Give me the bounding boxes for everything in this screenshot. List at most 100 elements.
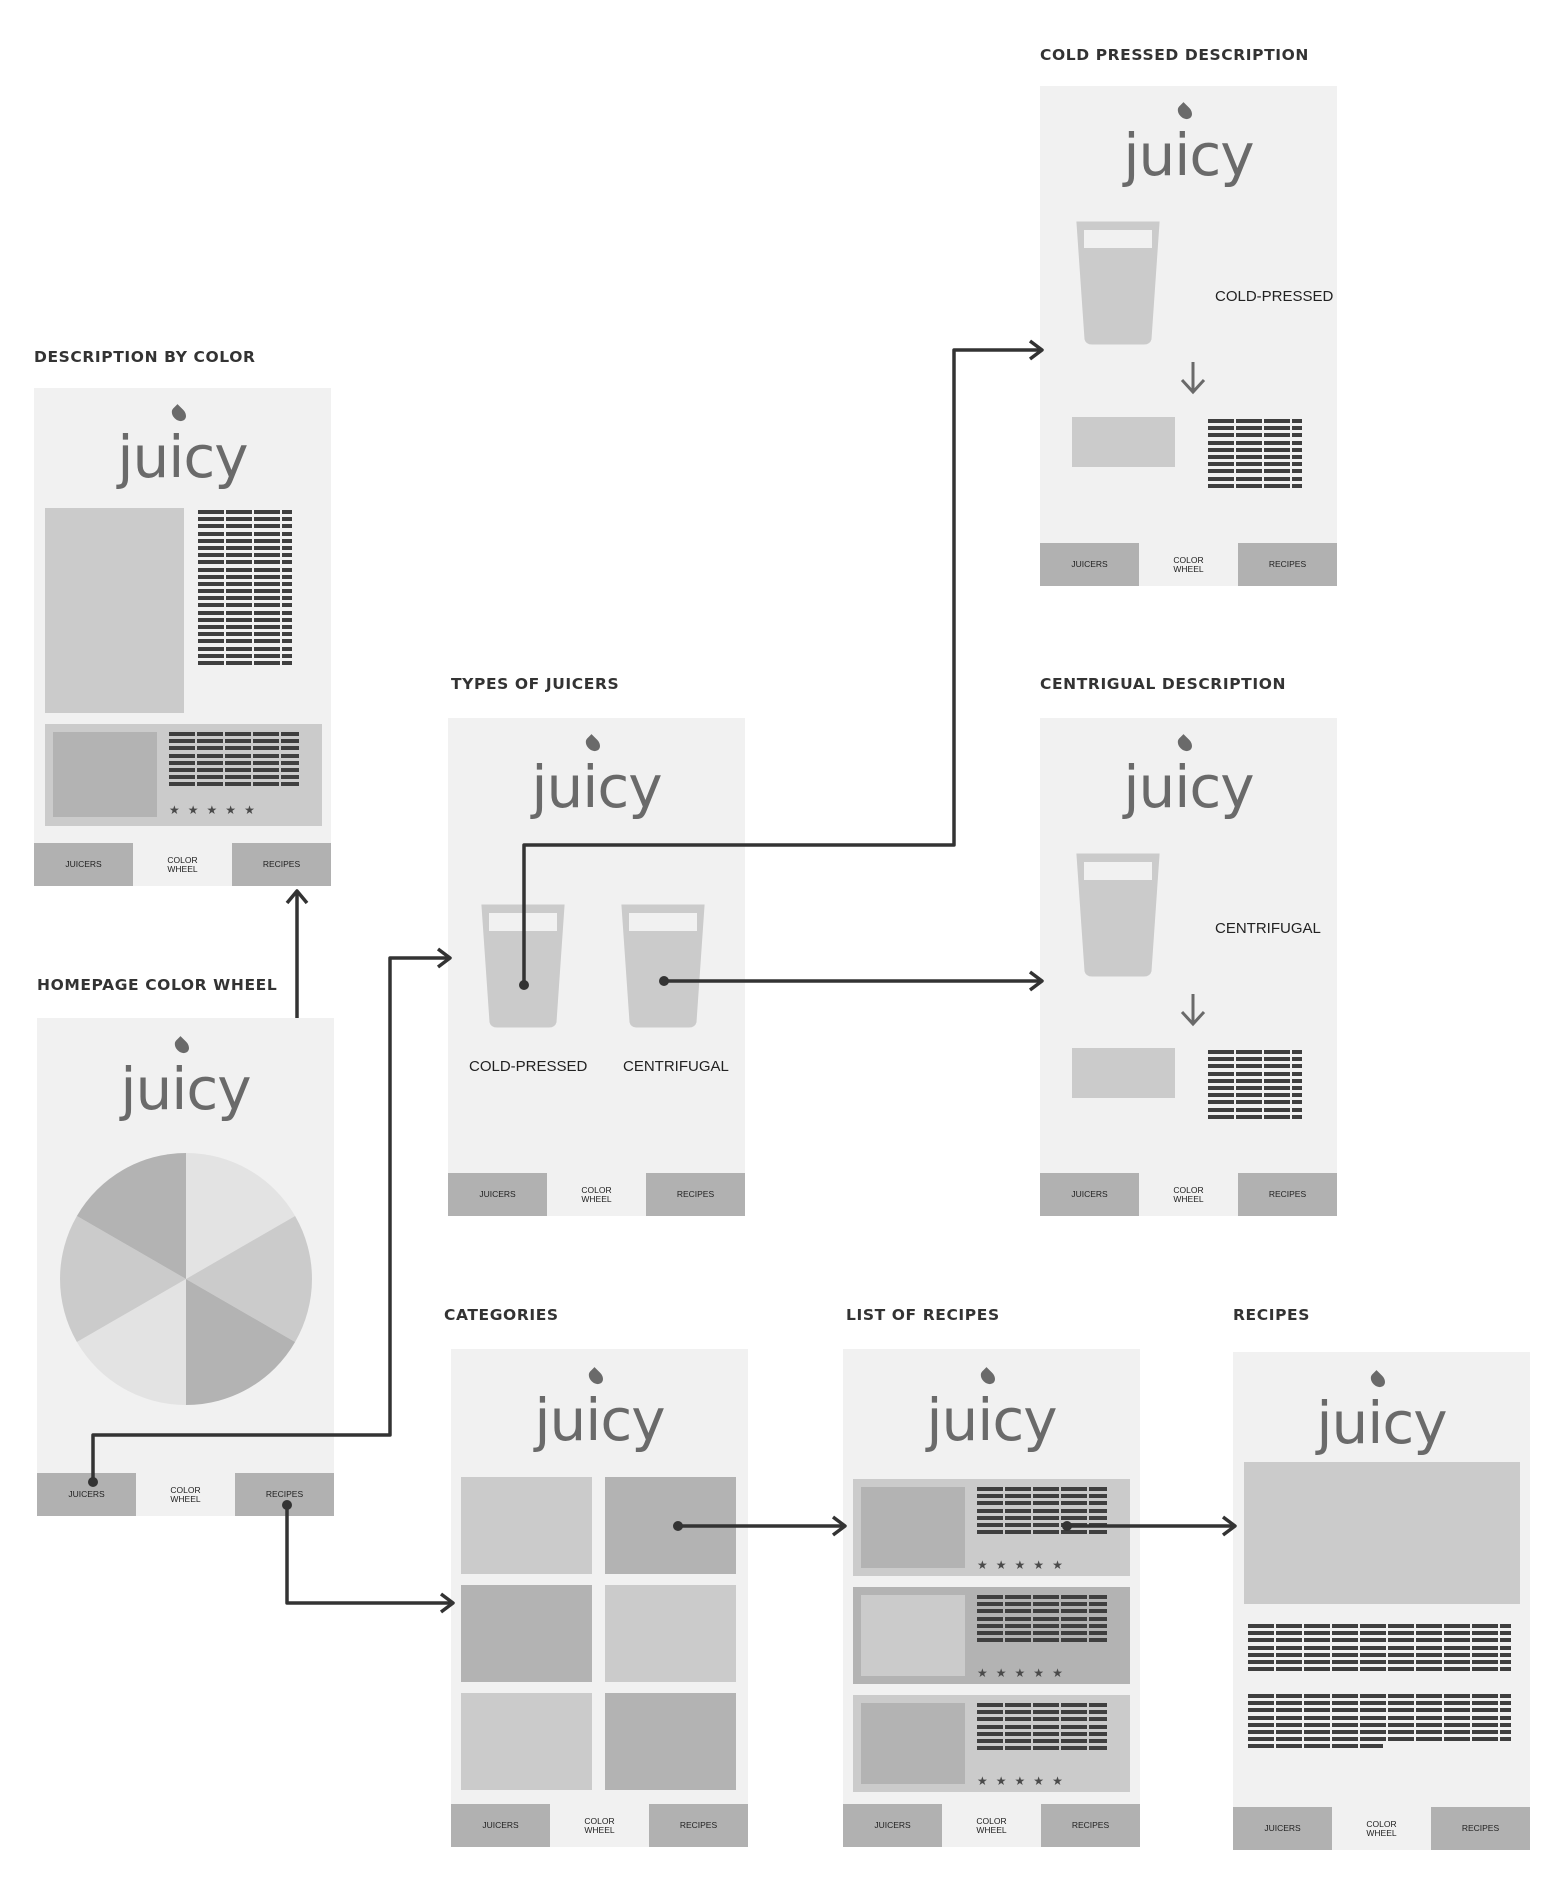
star-icon: ★ [977, 1666, 988, 1680]
drop-icon [977, 1367, 998, 1387]
screen-cold-pressed-description: juicy COLD-PRESSED JUICERS COLOR WHEEL R… [1040, 86, 1337, 586]
screen-categories: juicy JUICERS COLOR WHEEL RECIPES [451, 1349, 748, 1847]
screen-description-by-color: juicy ★★★★★ JUICERS COLOR WHEEL RECIPES [34, 388, 331, 886]
bottom-nav: JUICERS COLOR WHEEL RECIPES [448, 1173, 745, 1216]
screen-types-of-juicers: juicy COLD-PRESSED CENTRIFUGAL JUICERS C… [448, 718, 745, 1216]
star-icon: ★ [995, 1666, 1007, 1680]
category-tile[interactable] [605, 1585, 736, 1682]
star-icon: ★ [1052, 1558, 1063, 1572]
juicy-logo: juicy [1123, 102, 1255, 184]
nav-recipes-button[interactable]: RECIPES [1431, 1807, 1530, 1850]
nav-color-wheel-button[interactable]: COLOR WHEEL [1139, 543, 1238, 586]
star-icon: ★ [977, 1558, 988, 1572]
label-cold-pressed: COLD-PRESSED [469, 1058, 588, 1075]
bottom-nav: JUICERS COLOR WHEEL RECIPES [843, 1804, 1140, 1847]
recipe-text [169, 732, 299, 790]
star-icon: ★ [1033, 1774, 1045, 1788]
drop-icon [585, 1367, 606, 1387]
category-tile[interactable] [605, 1693, 736, 1790]
recipe-text [977, 1703, 1107, 1753]
star-icon: ★ [1033, 1666, 1045, 1680]
nav-color-wheel-button[interactable]: COLOR WHEEL [133, 843, 232, 886]
category-tile[interactable] [605, 1477, 736, 1574]
recipe-thumbnail [861, 1595, 965, 1676]
nav-juicers-button[interactable]: JUICERS [37, 1473, 136, 1516]
nav-juicers-button[interactable]: JUICERS [843, 1804, 942, 1847]
screen-recipes: juicy JUICERS COLOR WHEEL RECIPES [1233, 1352, 1530, 1850]
rating-stars: ★★★★★ [169, 804, 255, 816]
drop-icon [1367, 1370, 1388, 1390]
star-icon: ★ [995, 1558, 1007, 1572]
nav-juicers-button[interactable]: JUICERS [1040, 1173, 1139, 1216]
screen-centrigual-description: juicy CENTRIFUGAL JUICERS COLOR WHEEL RE… [1040, 718, 1337, 1216]
recipe-text [977, 1487, 1107, 1537]
title-categories: CATEGORIES [444, 1306, 559, 1324]
image-placeholder [1072, 417, 1175, 467]
juicy-logo: juicy [1316, 1370, 1448, 1452]
nav-juicers-button[interactable]: JUICERS [1040, 543, 1139, 586]
label-cold-pressed: COLD-PRESSED [1215, 288, 1334, 305]
bottom-nav: JUICERS COLOR WHEEL RECIPES [1040, 543, 1337, 586]
juicy-logo: juicy [1123, 734, 1255, 816]
nav-recipes-button[interactable]: RECIPES [1238, 1173, 1337, 1216]
star-icon: ★ [206, 803, 218, 817]
nav-color-wheel-button[interactable]: COLOR WHEEL [550, 1804, 649, 1847]
recipe-ingredients-text [1248, 1624, 1511, 1674]
glass-icon [1076, 221, 1160, 345]
juicy-logo: juicy [926, 1367, 1058, 1449]
nav-juicers-button[interactable]: JUICERS [34, 843, 133, 886]
star-icon: ★ [995, 1774, 1007, 1788]
title-homepage-color-wheel: HOMEPAGE COLOR WHEEL [37, 976, 278, 994]
star-icon: ★ [169, 803, 180, 817]
recipe-list-item[interactable]: ★★★★★ [853, 1587, 1130, 1684]
nav-color-wheel-button[interactable]: COLOR WHEEL [136, 1473, 235, 1516]
nav-recipes-button[interactable]: RECIPES [1238, 543, 1337, 586]
nav-color-wheel-button[interactable]: COLOR WHEEL [1139, 1173, 1238, 1216]
recipe-steps-text [1248, 1694, 1511, 1752]
glass-icon [1076, 853, 1160, 977]
bottom-nav: JUICERS COLOR WHEEL RECIPES [34, 843, 331, 886]
nav-recipes-button[interactable]: RECIPES [1041, 1804, 1140, 1847]
recipe-card[interactable]: ★★★★★ [45, 724, 322, 826]
recipe-thumbnail [861, 1487, 965, 1568]
category-tile[interactable] [461, 1693, 592, 1790]
color-wheel[interactable] [60, 1153, 312, 1405]
screen-list-of-recipes: juicy ★★★★★ ★★★★★ ★★★★★ JUICERS COLOR WH… [843, 1349, 1140, 1847]
nav-recipes-button[interactable]: RECIPES [646, 1173, 745, 1216]
bottom-nav: JUICERS COLOR WHEEL RECIPES [1233, 1807, 1530, 1850]
nav-color-wheel-button[interactable]: COLOR WHEEL [942, 1804, 1041, 1847]
category-tile[interactable] [461, 1585, 592, 1682]
juicy-logo: juicy [120, 1036, 252, 1118]
juicy-logo: juicy [117, 404, 249, 486]
nav-color-wheel-button[interactable]: COLOR WHEEL [1332, 1807, 1431, 1850]
recipe-list-item[interactable]: ★★★★★ [853, 1695, 1130, 1792]
arrow-icon [285, 889, 309, 905]
recipe-list-item[interactable]: ★★★★★ [853, 1479, 1130, 1576]
star-icon: ★ [1014, 1666, 1026, 1680]
rating-stars: ★★★★★ [977, 1559, 1063, 1571]
down-arrow-icon [1180, 994, 1206, 1027]
drop-icon [582, 734, 603, 754]
drop-icon [1174, 734, 1195, 754]
rating-stars: ★★★★★ [977, 1667, 1063, 1679]
category-tile[interactable] [461, 1477, 592, 1574]
nav-recipes-button[interactable]: RECIPES [232, 843, 331, 886]
text-block [1208, 419, 1302, 491]
star-icon: ★ [244, 803, 255, 817]
nav-juicers-button[interactable]: JUICERS [448, 1173, 547, 1216]
nav-juicers-button[interactable]: JUICERS [451, 1804, 550, 1847]
glass-icon[interactable] [481, 904, 565, 1029]
nav-recipes-button[interactable]: RECIPES [649, 1804, 748, 1847]
nav-juicers-button[interactable]: JUICERS [1233, 1807, 1332, 1850]
glass-icon[interactable] [621, 904, 705, 1029]
drop-icon [171, 1036, 192, 1056]
nav-color-wheel-button[interactable]: COLOR WHEEL [547, 1173, 646, 1216]
star-icon: ★ [187, 803, 199, 817]
star-icon: ★ [1014, 1774, 1026, 1788]
nav-recipes-button[interactable]: RECIPES [235, 1473, 334, 1516]
juicy-logo: juicy [534, 1367, 666, 1449]
bottom-nav: JUICERS COLOR WHEEL RECIPES [1040, 1173, 1337, 1216]
drop-icon [168, 404, 189, 424]
title-description-by-color: DESCRIPTION BY COLOR [34, 348, 256, 366]
bottom-nav: JUICERS COLOR WHEEL RECIPES [37, 1473, 334, 1516]
